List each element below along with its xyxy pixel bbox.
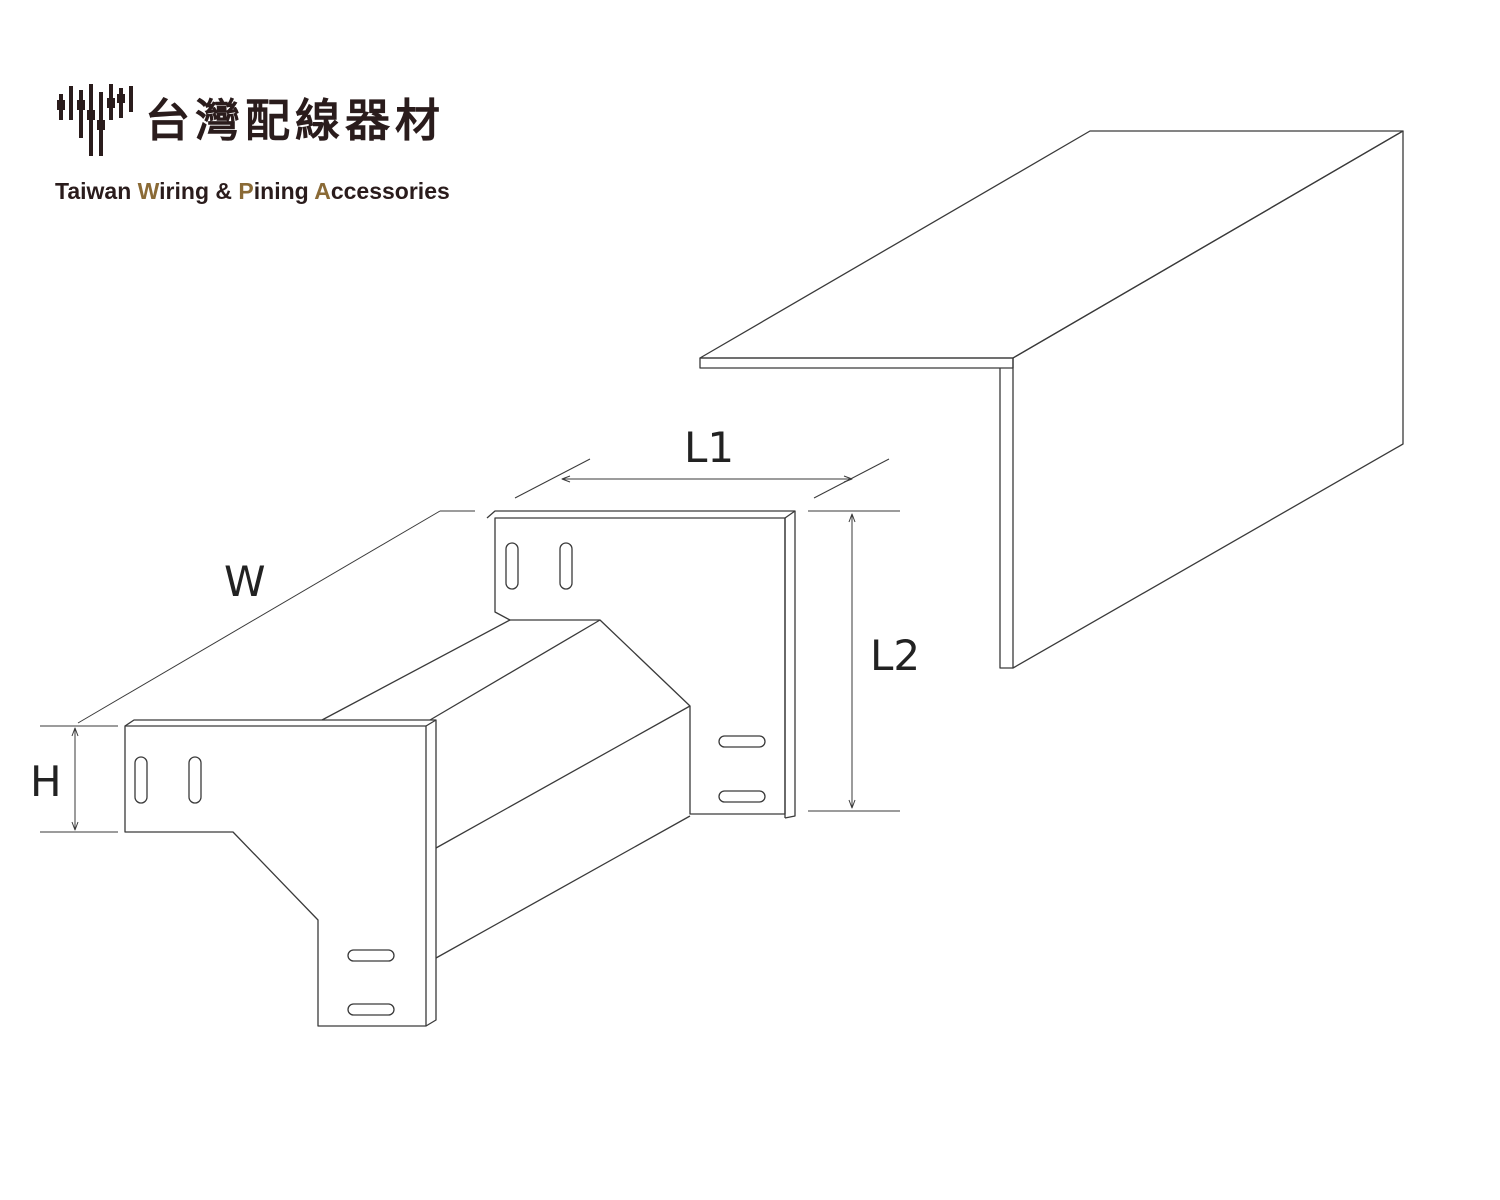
dimension-label-l2: L2 [870,631,920,680]
dimension-label-h: H [30,757,62,806]
brand-name-english-part: ining [253,178,315,204]
brand-name-english-part: Taiwan [55,178,138,204]
cover-piece [699,130,1404,669]
dimension-label-w: W [224,557,266,606]
brand-header: 台灣配線器材 Taiwan Wiring & Pining Accessorie… [55,78,475,218]
brand-name-english-part: ccessories [330,178,450,204]
dimension-w [77,510,475,724]
brand-name-english-part: P [238,178,254,204]
dimension-h [40,725,118,833]
wiring-bars-logo-icon [57,84,133,156]
brand-name-english-part: A [314,178,331,204]
brand-name-english: Taiwan Wiring & Pining Accessories [55,178,450,205]
brand-name-english-part: W [137,178,160,204]
brand-name-chinese: 台灣配線器材 [145,94,446,147]
dimension-l1 [514,458,890,499]
dimension-label-l1: L1 [684,423,734,472]
dimension-l2 [808,510,900,812]
tray-body [124,510,796,1027]
brand-name-english-part: iring & [159,178,239,204]
